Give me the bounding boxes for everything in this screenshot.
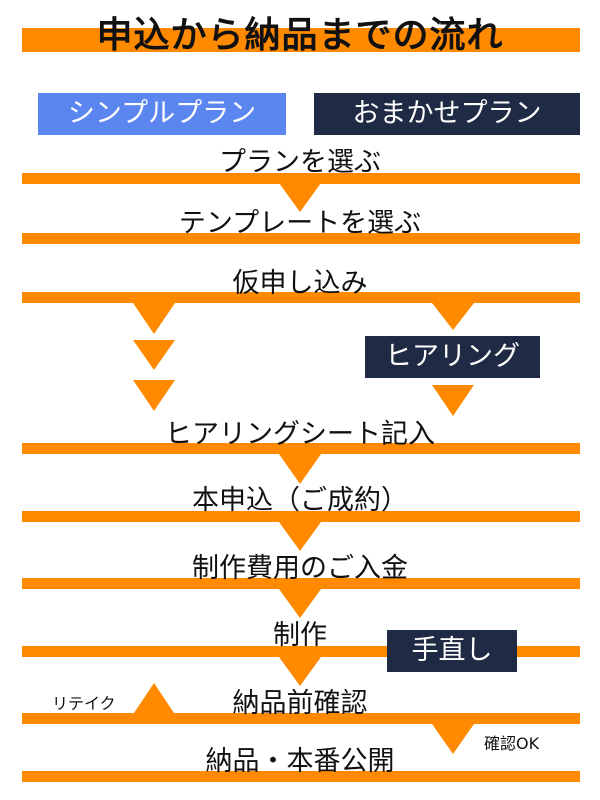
step-bar-2 — [22, 233, 580, 244]
arrow-down-left-3 — [133, 380, 175, 411]
retake-note: リテイク — [52, 694, 116, 713]
omakase-plan-label: おまかせプラン — [352, 98, 542, 129]
step-bar-9 — [22, 771, 580, 782]
fix-label: 手直し — [411, 635, 493, 666]
step-choose-plan: プランを選ぶ — [219, 147, 381, 178]
step-bar-5 — [22, 511, 580, 522]
arrow-down-step3-left — [133, 303, 175, 334]
step-hearing-sheet: ヒアリングシート記入 — [165, 419, 435, 450]
step-production: 制作 — [273, 620, 327, 651]
arrow-down-step4 — [279, 454, 321, 484]
arrow-down-confirm-ok — [432, 724, 474, 754]
arrow-down-step1 — [279, 183, 321, 212]
step-main-application: 本申込（ご成約） — [192, 485, 408, 516]
page-title: 申込から納品までの流れ — [96, 15, 504, 56]
simple-plan-tag: シンプルプラン — [38, 93, 286, 135]
step-provisional-application: 仮申し込み — [232, 268, 368, 299]
step-choose-template: テンプレートを選ぶ — [178, 208, 422, 239]
title-underline-bar — [22, 28, 580, 52]
step-bar-7 — [22, 646, 580, 657]
confirm-ok-note: 確認OK — [484, 734, 540, 753]
step-pre-delivery-check: 納品前確認 — [232, 688, 368, 719]
hearing-tag: ヒアリング — [365, 336, 540, 378]
step-bar-1 — [22, 173, 580, 184]
step-bar-3 — [22, 292, 580, 303]
arrow-down-left-2 — [133, 340, 175, 370]
arrow-down-step3-right — [432, 303, 474, 330]
step-bar-8 — [22, 713, 580, 724]
arrow-down-step7 — [279, 657, 321, 686]
arrow-down-step5 — [279, 522, 321, 551]
simple-plan-label: シンプルプラン — [67, 98, 257, 129]
arrow-down-step6 — [279, 589, 321, 618]
step-bar-4 — [22, 443, 580, 454]
step-delivery-publish: 納品・本番公開 — [205, 746, 395, 777]
hearing-label: ヒアリング — [385, 341, 520, 372]
fix-tag: 手直し — [387, 630, 517, 672]
step-bar-6 — [22, 578, 580, 589]
arrow-up-retake — [134, 683, 174, 713]
omakase-plan-tag: おまかせプラン — [314, 93, 580, 135]
step-payment: 制作費用のご入金 — [192, 553, 408, 584]
arrow-down-right-2 — [432, 385, 474, 416]
